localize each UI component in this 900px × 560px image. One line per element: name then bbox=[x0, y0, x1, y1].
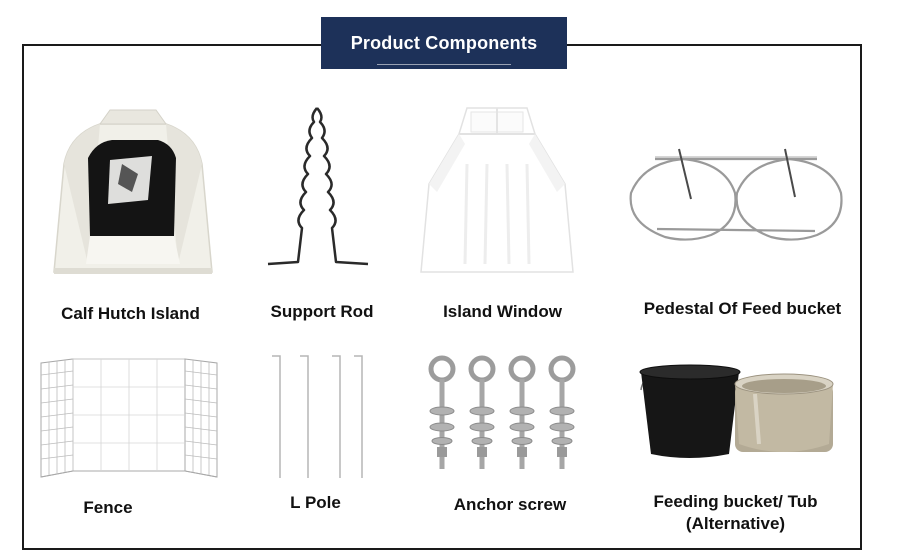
component-label-note: (Alternative) bbox=[685, 514, 786, 533]
component-label: L Pole bbox=[290, 493, 341, 512]
anchor-screw-image bbox=[420, 355, 585, 475]
component-support-rod bbox=[262, 104, 372, 274]
island-window-image bbox=[420, 107, 574, 273]
section-title-badge: Product Components bbox=[321, 17, 567, 69]
component-fence bbox=[33, 355, 225, 480]
fence-image bbox=[40, 358, 218, 478]
section-title: Product Components bbox=[350, 32, 538, 53]
component-label: Fence bbox=[83, 498, 133, 517]
component-label: Anchor screw bbox=[453, 495, 567, 514]
component-island-window bbox=[415, 104, 580, 274]
feeding-bucket-image bbox=[639, 364, 834, 458]
component-label: Support Rod bbox=[270, 302, 374, 321]
component-l-pole bbox=[268, 352, 368, 482]
support-rod-image bbox=[267, 107, 369, 266]
component-label: Feeding bucket/ Tub bbox=[653, 492, 818, 511]
bucket-pedestal-image bbox=[629, 148, 843, 241]
calf-hutch-image bbox=[53, 109, 213, 274]
component-anchor-screw bbox=[420, 355, 585, 475]
component-calf-hutch-island bbox=[48, 104, 218, 279]
component-feeding-bucket bbox=[635, 360, 845, 460]
l-pole-image bbox=[272, 355, 363, 478]
component-label: Island Window bbox=[443, 302, 562, 321]
component-label: Calf Hutch Island bbox=[61, 304, 200, 323]
component-bucket-pedestal bbox=[625, 145, 847, 250]
component-label: Pedestal Of Feed bucket bbox=[643, 299, 842, 318]
